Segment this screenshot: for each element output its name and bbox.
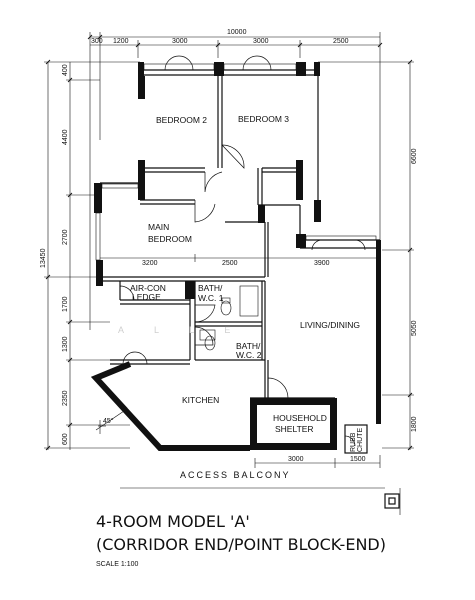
dim-angle: 45° bbox=[103, 417, 114, 425]
label-bath1-2: W.C. 1 bbox=[198, 293, 224, 303]
label-bath2-2: W.C. 2 bbox=[236, 350, 262, 360]
dimension-lines bbox=[44, 32, 414, 468]
dim-top-seg-2: 3000 bbox=[172, 38, 188, 45]
label-bath2-1: BATH/ bbox=[236, 341, 261, 351]
label-main-bedroom-2: BEDROOM bbox=[148, 234, 192, 244]
label-shelter-2: SHELTER bbox=[275, 424, 314, 434]
dim-right-upper: 6600 bbox=[411, 148, 418, 164]
label-shelter-1: HOUSEHOLD bbox=[273, 413, 327, 423]
dim-left-seg-5: 2350 bbox=[62, 390, 69, 406]
label-bath1-1: BATH/ bbox=[198, 283, 223, 293]
label-kitchen: KITCHEN bbox=[182, 395, 219, 405]
sanitary-fixtures bbox=[199, 285, 259, 351]
label-bedroom-2: BEDROOM 2 bbox=[156, 115, 207, 125]
dim-bottom-1500: 1500 bbox=[350, 456, 366, 463]
dim-left-seg-3: 1700 bbox=[62, 296, 69, 312]
dim-left-seg-2: 2700 bbox=[62, 229, 69, 245]
dim-right-middle: 5050 bbox=[411, 320, 418, 336]
dim-inner-3200: 3200 bbox=[142, 260, 158, 267]
dim-inner-3900: 3900 bbox=[314, 260, 330, 267]
dim-top-seg-1: 1200 bbox=[113, 38, 129, 45]
dim-right-lower: 1800 bbox=[411, 416, 418, 432]
label-chute-2: CHUTE bbox=[357, 428, 364, 452]
structural-walls bbox=[94, 62, 381, 450]
dim-left-seg-6: 600 bbox=[62, 433, 69, 445]
dim-top-seg-4: 2500 bbox=[333, 38, 349, 45]
label-chute-1: RUBB bbox=[350, 432, 357, 452]
label-aircon-1: AIR-CON bbox=[130, 283, 166, 293]
dim-top-total: 10000 bbox=[227, 29, 247, 36]
dim-top-seg-3: 3000 bbox=[253, 38, 269, 45]
caption-title: 4-ROOM MODEL 'A' bbox=[96, 512, 250, 531]
watermark: A L L E bbox=[118, 325, 244, 335]
dim-top-seg-0: 300 bbox=[91, 38, 103, 45]
label-bedroom-3: BEDROOM 3 bbox=[238, 114, 289, 124]
label-access-balcony: ACCESS BALCONY bbox=[180, 470, 291, 480]
caption-subtitle: (CORRIDOR END/POINT BLOCK-END) bbox=[96, 535, 386, 554]
dim-left-total: 13450 bbox=[40, 248, 47, 268]
dim-left-seg-0: 400 bbox=[62, 64, 69, 76]
angle-marker bbox=[95, 410, 125, 434]
label-living-dining: LIVING/DINING bbox=[300, 320, 360, 330]
dim-left-seg-1: 4400 bbox=[62, 129, 69, 145]
dim-bottom-3000: 3000 bbox=[288, 456, 304, 463]
dim-inner-2500: 2500 bbox=[222, 260, 238, 267]
label-aircon-2: LEDGE bbox=[132, 292, 161, 302]
kitchen-angled-wall bbox=[90, 361, 250, 451]
caption-scale: SCALE 1:100 bbox=[96, 561, 139, 568]
windows bbox=[95, 63, 377, 261]
label-main-bedroom-1: MAIN bbox=[148, 222, 169, 232]
dim-left-seg-4: 1300 bbox=[62, 336, 69, 352]
door-swings bbox=[119, 55, 366, 447]
